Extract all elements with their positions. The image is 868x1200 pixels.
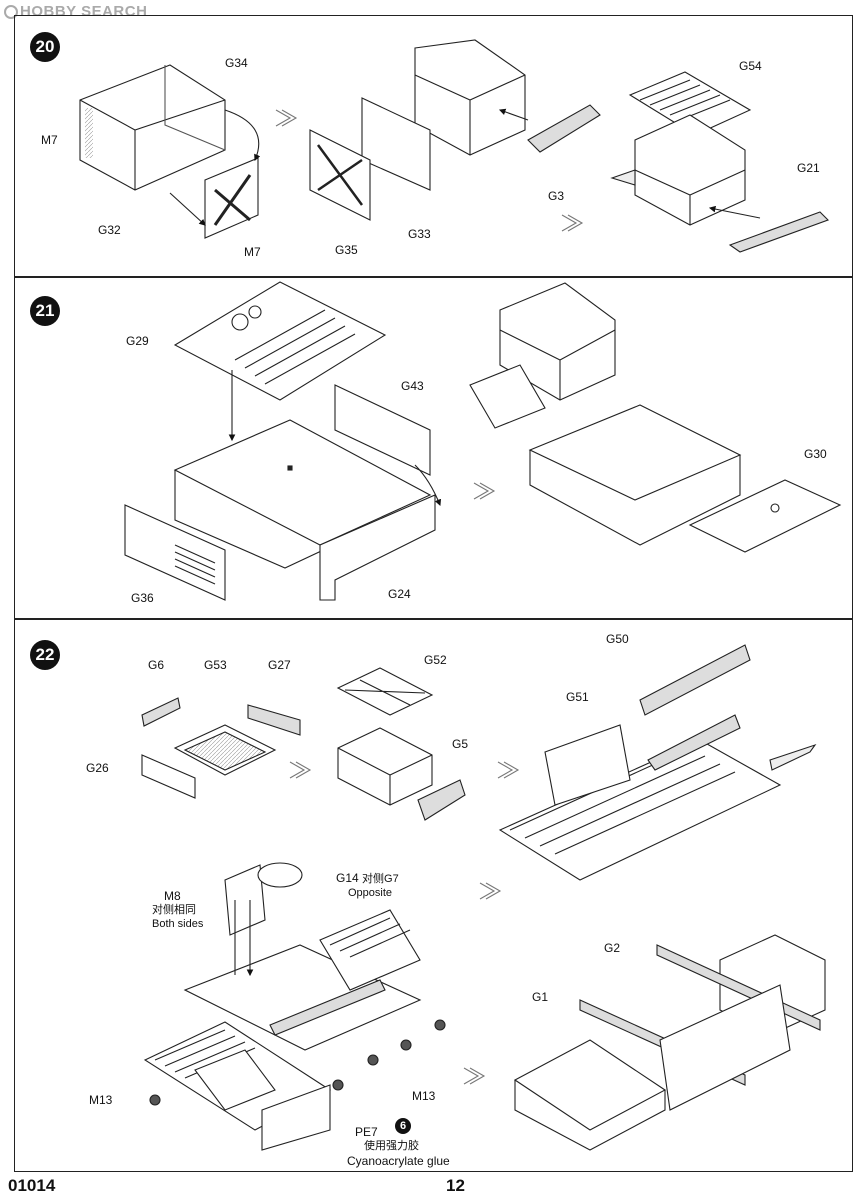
label-g21: G21	[797, 161, 820, 175]
label-g27: G27	[268, 658, 291, 672]
label-pe7: PE7	[355, 1125, 378, 1139]
label-g52: G52	[424, 653, 447, 667]
label-g51: G51	[566, 690, 589, 704]
label-m7-left: M7	[41, 133, 58, 147]
label-g35: G35	[335, 243, 358, 257]
label-g36: G36	[131, 591, 154, 605]
label-g3: G3	[548, 189, 565, 203]
label-g2: G2	[604, 941, 621, 955]
label-m13-left: M13	[89, 1093, 113, 1107]
label-glue-cn: 使用强力胶	[364, 1140, 419, 1152]
step-20-number: 20	[30, 32, 60, 62]
step-21-number: 21	[30, 296, 60, 326]
glue-drop-icon: 6	[395, 1118, 411, 1134]
label-g34: G34	[225, 56, 248, 70]
label-g24: G24	[388, 587, 411, 601]
label-g33: G33	[408, 227, 431, 241]
label-g26: G26	[86, 761, 109, 775]
label-g30: G30	[804, 447, 827, 461]
label-g1: G1	[532, 990, 549, 1004]
step-22-diagram	[141, 644, 826, 1151]
step-21-diagram	[124, 281, 842, 601]
step-22-panel	[14, 619, 853, 1172]
step-20-panel	[14, 15, 853, 277]
label-g54: G54	[739, 59, 762, 73]
label-g5: G5	[452, 737, 469, 751]
product-code: 01014	[8, 1176, 56, 1195]
label-glue-en: Cyanoacrylate glue	[347, 1154, 450, 1168]
label-g6: G6	[148, 658, 165, 672]
step-21-panel	[14, 277, 853, 619]
step-22-number: 22	[30, 640, 60, 670]
label-g29: G29	[126, 334, 149, 348]
label-g53: G53	[204, 658, 227, 672]
label-g43: G43	[401, 379, 424, 393]
label-g50: G50	[606, 632, 629, 646]
page-number: 12	[446, 1176, 465, 1195]
watermark-logo-icon	[4, 5, 18, 19]
step-20-diagram	[79, 39, 829, 253]
label-m7-right: M7	[244, 245, 261, 259]
label-m13-right: M13	[412, 1089, 436, 1103]
label-g32: G32	[98, 223, 121, 237]
